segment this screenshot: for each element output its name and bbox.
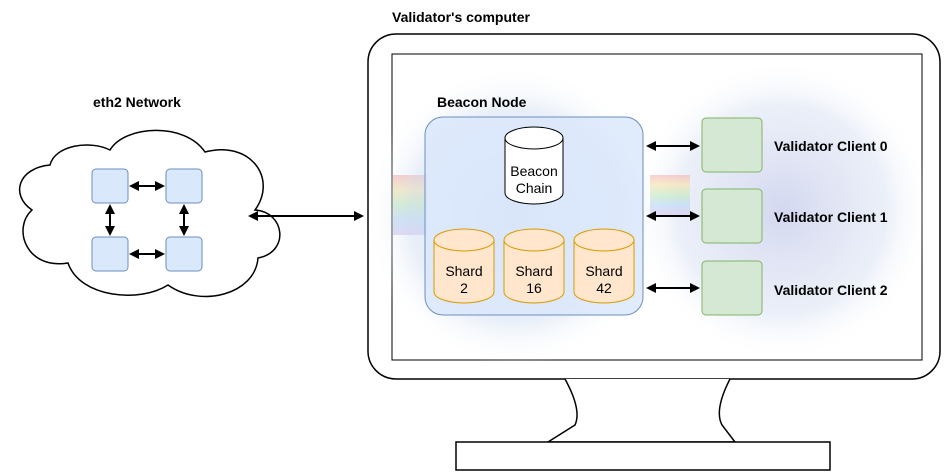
network-cloud [18,129,281,298]
network-node [91,168,129,204]
validator-client-label: Validator Client 0 [774,138,888,154]
beacon-node-title: Beacon Node [437,94,527,110]
monitor-base [455,441,831,471]
shard-label: Shard 2 [434,263,494,297]
beacon-chain-label-line1: Beacon [510,163,558,179]
validator-client-label: Validator Client 2 [774,282,888,298]
shard-label: Shard 16 [504,263,564,297]
shard-label-line2: 2 [460,280,468,296]
validator-client-box [701,260,763,316]
network-node [91,236,129,272]
shard-label-line2: 42 [596,280,612,296]
network-node [165,236,203,272]
shard-db [573,228,635,304]
shard-label-line1: Shard [445,263,483,279]
validator-client-box [701,117,763,173]
network-title: eth2 Network [93,94,181,110]
shard-label-line1: Shard [515,263,553,279]
beacon-chain-label-line2: Chain [515,180,553,196]
validator-client-box [701,188,763,244]
shard-label-line2: 16 [526,280,542,296]
monitor-stand [545,378,737,443]
validator-client-label: Validator Client 1 [774,209,888,225]
beacon-chain-label: Beacon Chain [505,163,563,197]
computer-title: Validator's computer [392,9,530,25]
shard-label: Shard 42 [574,263,634,297]
shard-label-line1: Shard [585,263,623,279]
network-node [165,168,203,204]
shard-db [503,228,565,304]
shard-db [433,228,495,304]
beacon-chain-db [504,126,564,205]
